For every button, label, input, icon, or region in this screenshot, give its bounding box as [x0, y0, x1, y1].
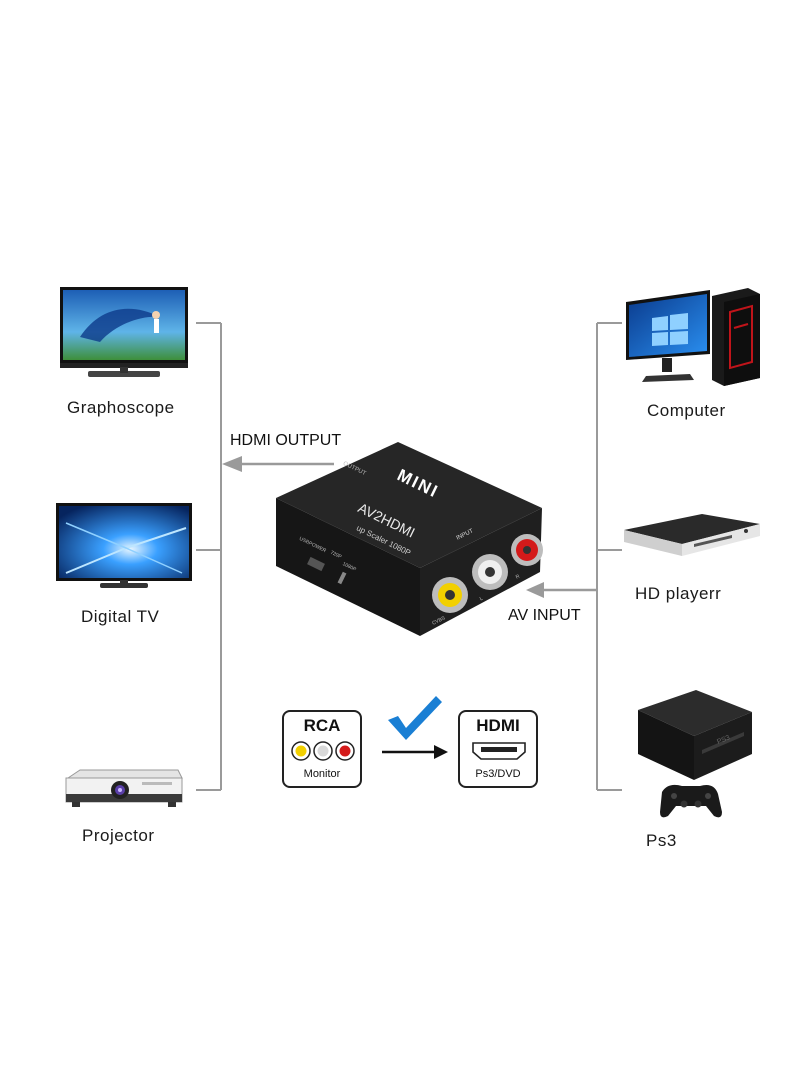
av2hdmi-converter: MINI AV2HDMI up Scaler 1080P OUTPUT INPU… [270, 440, 545, 640]
rca-plugs-icon [291, 741, 355, 761]
led-tv-icon [56, 503, 192, 591]
hdmi-box: HDMI Ps3/DVD [458, 710, 538, 788]
hdmi-output-label: HDMI OUTPUT [230, 432, 342, 449]
input-label-ps3: Ps3 [646, 831, 677, 850]
svg-text:PS3: PS3 [716, 734, 731, 745]
input-label-hd-player: HD playerr [635, 584, 722, 603]
rca-title: RCA [303, 716, 341, 735]
rca-jack-red [511, 534, 543, 566]
output-label-projector: Projector [82, 826, 155, 845]
projector-icon [62, 768, 184, 810]
rca-sub: Monitor [303, 768, 341, 780]
game-console-icon: PS3 [632, 688, 754, 824]
rca-box: RCA Monitor [282, 710, 362, 788]
hdmi-sub: Ps3/DVD [475, 768, 521, 780]
input-label-computer: Computer [647, 401, 726, 420]
desktop-computer-icon [624, 288, 762, 386]
flat-tv-icon [60, 287, 188, 383]
output-label-graphoscope: Graphoscope [67, 398, 175, 417]
hdmi-title: HDMI [476, 716, 520, 735]
output-label-digital-tv: Digital TV [81, 607, 160, 626]
hdmi-port-icon [472, 742, 526, 760]
rca-jack-white [472, 554, 508, 590]
dvd-player-icon [622, 510, 762, 564]
rca-jack-yellow [432, 577, 468, 613]
av-input-label: AV INPUT [508, 607, 581, 624]
checkmark-icon [388, 696, 442, 740]
conversion-arrow [382, 696, 448, 759]
